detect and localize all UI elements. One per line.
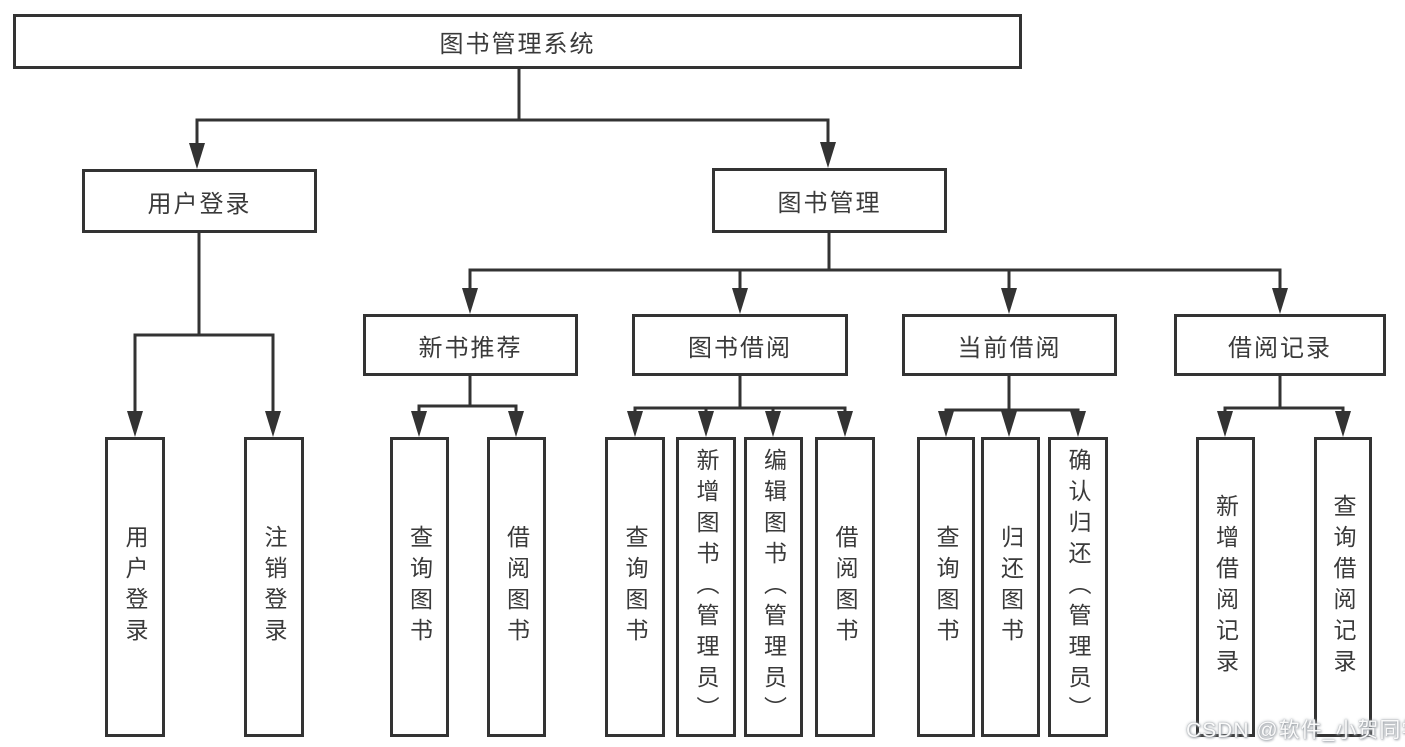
watermark: CSDN @软件_小贺同学 [1186,719,1405,742]
node-leaf-add-borrow-record: 新增借阅记录 [1196,437,1255,737]
node-leaf-logout: 注销登录 [244,437,304,737]
connector-new-book-rail [417,404,518,412]
node-book-management: 图书管理 [712,168,947,233]
connector-borrow-records-rail [1223,406,1345,412]
node-leaf-confirm-return-admin: 确认归还（管理员） [1048,437,1108,737]
node-new-book-recommend: 新书推荐 [363,314,578,376]
connector-book-mgmt-rail [468,268,1282,290]
node-leaf-edit-books-admin: 编辑图书（管理员） [744,437,803,737]
connector-book-borrow-rail [633,406,847,412]
node-borrow-records: 借阅记录 [1174,314,1386,376]
node-leaf-borrow-books-1: 借阅图书 [487,437,546,737]
node-root: 图书管理系统 [13,14,1022,69]
node-book-borrow: 图书借阅 [632,314,848,376]
node-leaf-query-books-1: 查询图书 [390,437,449,737]
node-leaf-query-books-2: 查询图书 [605,437,665,737]
arrowheads [127,142,1351,437]
node-user-login: 用户登录 [82,169,317,233]
node-current-borrow: 当前借阅 [902,314,1117,376]
connector-user-login-rail [133,333,275,412]
node-leaf-borrow-books-2: 借阅图书 [815,437,875,737]
node-leaf-query-books-3: 查询图书 [917,437,975,737]
node-leaf-return-books: 归还图书 [981,437,1040,737]
node-leaf-user-login: 用户登录 [105,437,165,737]
node-leaf-add-books-admin: 新增图书（管理员） [676,437,736,737]
node-leaf-query-borrow-record: 查询借阅记录 [1314,437,1372,737]
connector-root-rail [195,118,830,146]
